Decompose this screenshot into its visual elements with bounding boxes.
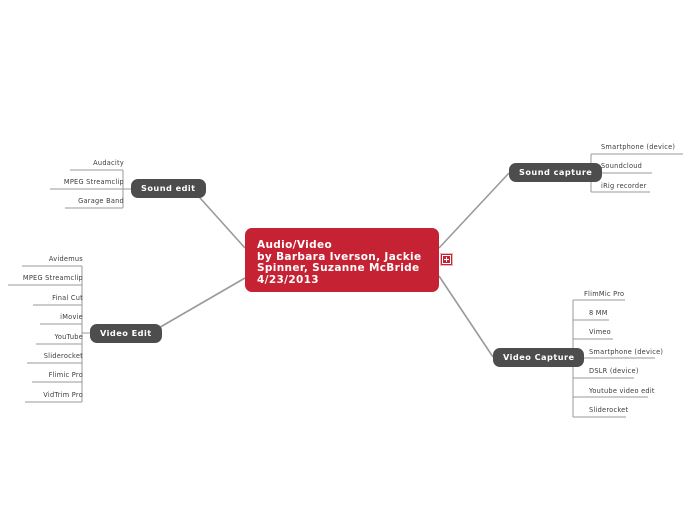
root-line-3: Spinner, Suzanne McBride <box>257 262 420 275</box>
branch-node-sound-edit[interactable]: Sound edit <box>131 179 206 198</box>
leaf-video-capture-smartphone[interactable]: Smartphone (device) <box>589 348 664 356</box>
leaf-sound-edit-mpeg-streamclip[interactable]: MPEG Streamclip <box>63 178 124 186</box>
leaf-video-edit-avidemus[interactable]: Avidemus <box>48 255 83 263</box>
leaf-video-capture-vimeo[interactable]: Vimeo <box>589 328 611 336</box>
leaf-sound-capture-irig-recorder[interactable]: iRig recorder <box>601 182 647 190</box>
leaf-sound-capture-smartphone[interactable]: Smartphone (device) <box>601 143 676 151</box>
leaf-video-capture-dslr[interactable]: DSLR (device) <box>589 367 639 375</box>
edge-root-video-capture <box>438 275 494 358</box>
root-line-2: by Barbara Iverson, Jackie <box>257 250 422 263</box>
leaf-video-edit-youtube[interactable]: YouTube <box>54 333 83 341</box>
leaf-video-edit-final-cut[interactable]: Final Cut <box>52 294 83 302</box>
leaf-video-edit-vidtrim-pro[interactable]: VidTrim Pro <box>43 391 83 399</box>
leaf-video-capture-flimmic-pro[interactable]: FlimMic Pro <box>584 290 625 298</box>
leaf-video-edit-sliderocket[interactable]: Sliderocket <box>43 352 83 360</box>
note-attachment-icon[interactable] <box>440 253 453 266</box>
edge-root-sound-capture <box>438 172 510 249</box>
root-line-1: Audio/Video <box>257 239 333 251</box>
leaf-video-capture-sliderocket[interactable]: Sliderocket <box>589 406 629 414</box>
edge-root-video-edit <box>149 277 246 334</box>
branch-node-sound-capture[interactable]: Sound capture <box>509 163 603 182</box>
leaf-video-capture-youtube-video-edit[interactable]: Youtube video edit <box>589 387 655 395</box>
leaf-sound-capture-soundcloud[interactable]: Soundcloud <box>601 162 643 170</box>
root-node[interactable]: Audio/Video by Barbara Iverson, Jackie S… <box>245 228 439 292</box>
root-line-4: 4/23/2013 <box>257 273 319 286</box>
leaf-video-edit-mpeg-streamclip[interactable]: MPEG Streamclip <box>22 274 83 282</box>
leaf-video-edit-flimic-pro[interactable]: Flimic Pro <box>48 371 83 379</box>
leaf-sound-edit-garage-band[interactable]: Garage Band <box>78 197 124 205</box>
leaf-video-edit-imovie[interactable]: iMovie <box>60 313 83 321</box>
branch-node-video-capture[interactable]: Video Capture <box>493 348 585 367</box>
branch-node-video-edit[interactable]: Video Edit <box>90 324 162 343</box>
leaf-sound-edit-audacity[interactable]: Audacity <box>93 159 124 167</box>
leaf-video-capture-8mm[interactable]: 8 MM <box>589 309 608 317</box>
